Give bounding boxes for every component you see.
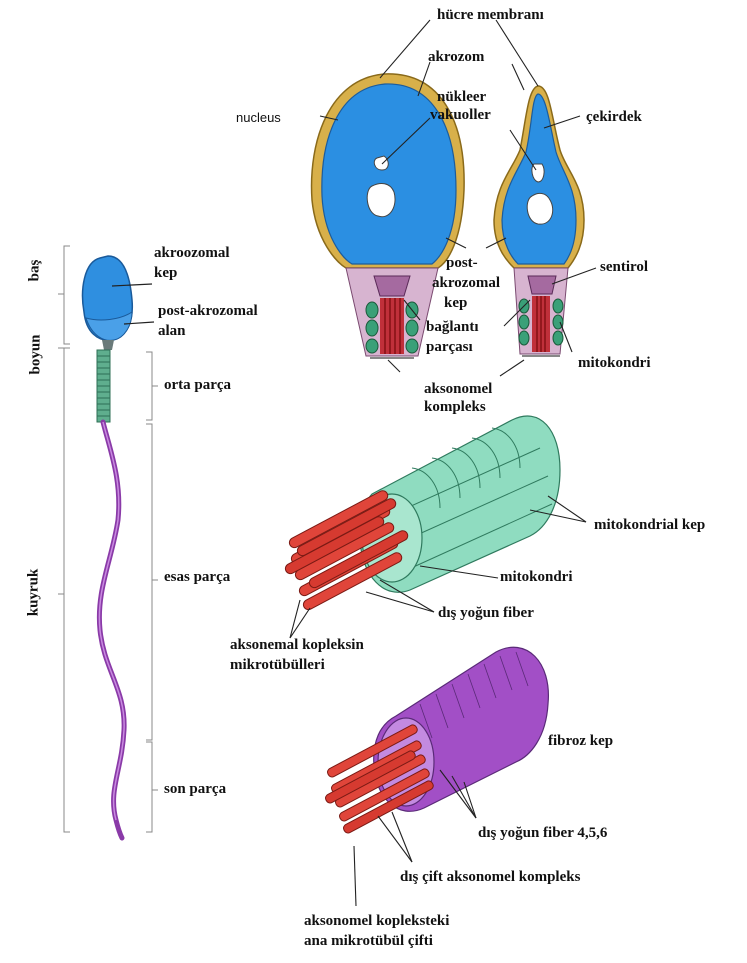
label-aksonomel-2: kompleks (424, 398, 486, 417)
label-nukleer-2: vakuoller (430, 106, 491, 125)
vacuole-left-2 (367, 184, 395, 217)
label-nucleus: nucleus (236, 108, 281, 127)
label-post-1: post- (446, 254, 478, 273)
whole-sperm (58, 246, 158, 838)
label-aksonemal-2: mikrotübülleri (230, 656, 325, 675)
label-cekirdek: çekirdek (586, 108, 642, 127)
label-ana-mikrotubul-2: ana mikrotübül çifti (304, 932, 433, 951)
label-sentirol: sentirol (600, 258, 648, 277)
label-baglanti-2: parçası (426, 338, 473, 357)
label-dis-yogun-fiber-456: dış yoğun fiber 4,5,6 (478, 824, 607, 843)
label-aksonemal-1: aksonemal kopleksin (230, 636, 364, 655)
label-kuyruk: kuyruk (26, 561, 43, 625)
label-esas-parca: esas parça (164, 568, 230, 587)
label-mitokondri-mid: mitokondri (500, 568, 573, 587)
sperm-tail (99, 422, 124, 838)
label-akroozomal-2: kep (154, 264, 177, 283)
label-son-parca: son parça (164, 780, 226, 799)
label-dis-yogun-fiber: dış yoğun fiber (438, 604, 534, 623)
label-mitokondri-top: mitokondri (578, 354, 651, 373)
label-ana-mikrotubul-1: aksonomel kopleksteki (304, 912, 449, 931)
label-post-3: kep (444, 294, 467, 313)
label-post-alan-1: post-akrozomal (158, 302, 258, 321)
label-orta-parca: orta parça (164, 376, 231, 395)
label-bas: baş (27, 256, 44, 286)
label-mitokondrial-kep: mitokondrial kep (594, 516, 705, 535)
label-dis-cift-aksonomel: dış çift aksonomel kompleks (400, 868, 580, 887)
sperm-neck (102, 340, 114, 350)
label-boyun: boyun (28, 325, 45, 385)
label-aksonomel-1: aksonomel (424, 380, 492, 399)
label-post-alan-2: alan (158, 322, 186, 341)
outer-dense-fibers (284, 489, 410, 611)
label-fibroz-kep: fibroz kep (548, 732, 613, 751)
label-nukleer-1: nükleer (437, 88, 486, 107)
label-post-2: akrozomal (432, 274, 500, 293)
midpiece-3d (284, 416, 586, 638)
label-akroozomal-1: akroozomal (154, 244, 230, 263)
label-baglanti-1: bağlantı (426, 318, 479, 337)
label-hucre-membrani: hücre membranı (437, 6, 544, 25)
vacuole-left-1 (374, 156, 388, 170)
label-akrozom: akrozom (428, 48, 484, 67)
